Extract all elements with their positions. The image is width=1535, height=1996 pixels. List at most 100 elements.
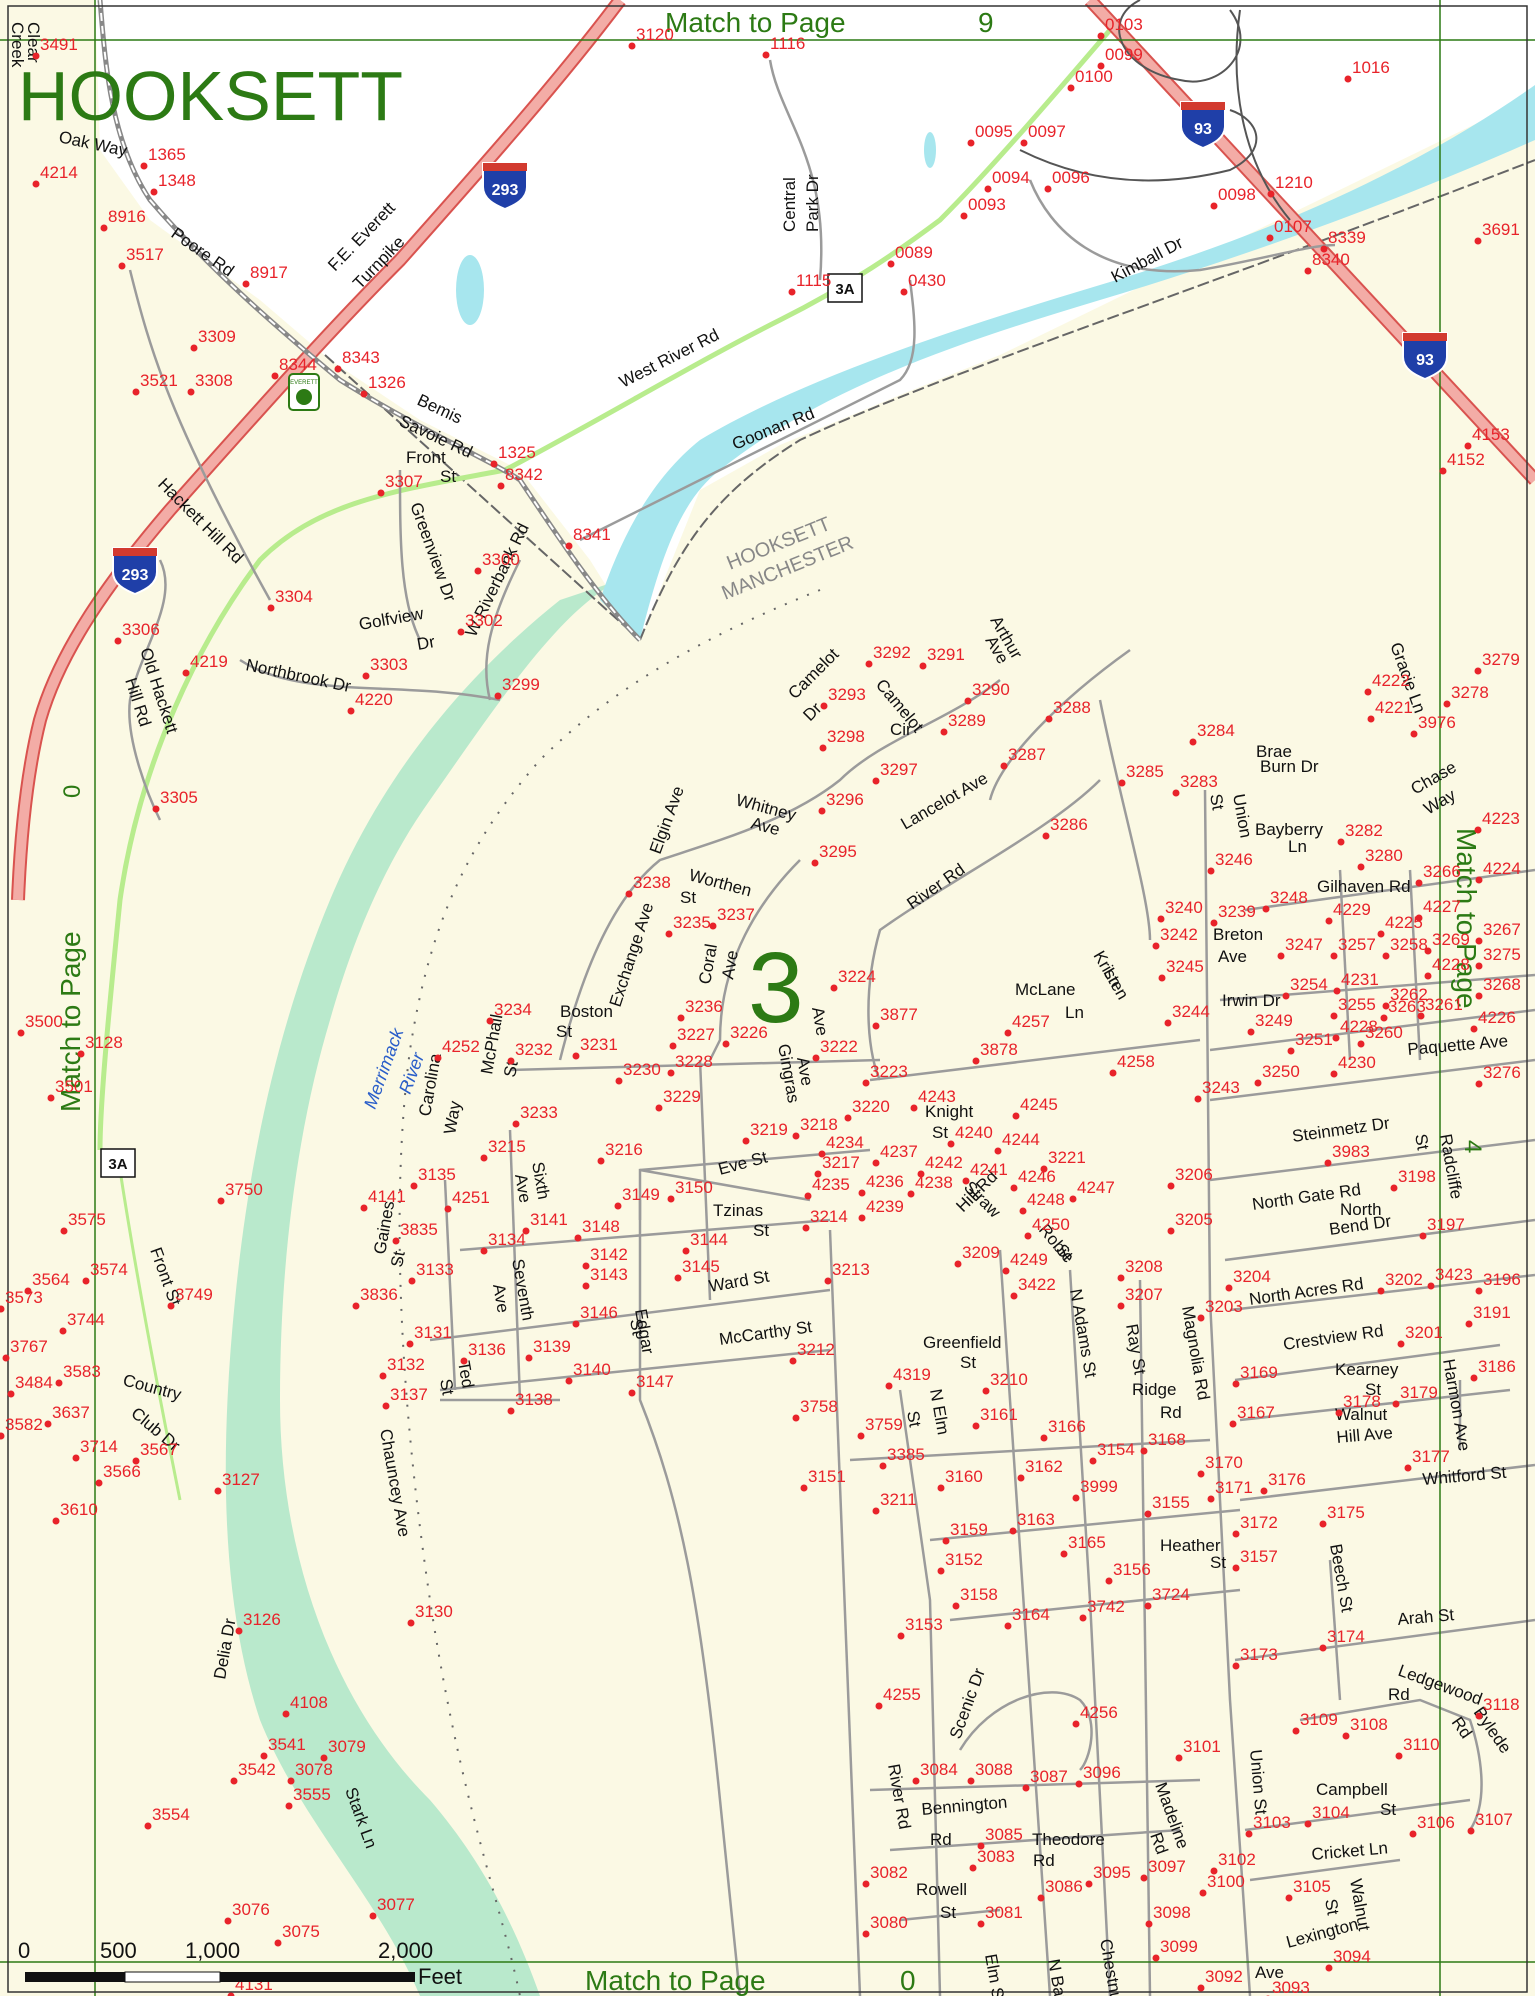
node-number: 8341 [573, 525, 611, 544]
node-number: 3295 [819, 842, 857, 861]
street-label: Creek [8, 22, 27, 68]
node-dot [242, 280, 250, 288]
node-dot [1325, 1964, 1333, 1972]
node-number: 3836 [360, 1285, 398, 1304]
shield-number: 3A [835, 281, 854, 298]
node-number: 3305 [160, 788, 198, 807]
node-dot [7, 1390, 15, 1398]
node-number: 3168 [1148, 1430, 1186, 1449]
node-dot [994, 1147, 1002, 1155]
node-number: 3258 [1390, 935, 1428, 954]
node-dot [82, 1277, 90, 1285]
node-dot [940, 728, 948, 736]
node-number: 4249 [1010, 1250, 1048, 1269]
node-number: 4221 [1375, 698, 1413, 717]
node-number: 3086 [1045, 1877, 1083, 1896]
node-number: 8342 [505, 465, 543, 484]
node-number: 3297 [880, 760, 918, 779]
node-number: 3983 [1332, 1142, 1370, 1161]
node-number: 4153 [1472, 425, 1510, 444]
node-dot [1475, 1080, 1483, 1088]
node-number: 0089 [895, 243, 933, 262]
node-dot [474, 567, 482, 575]
node-number: 3177 [1412, 1447, 1450, 1466]
node-dot [1199, 1889, 1207, 1897]
node-number: 3742 [1087, 1597, 1125, 1616]
node-number: 3263 [1388, 997, 1426, 1016]
node-dot [1167, 1227, 1175, 1235]
node-dot [862, 1880, 870, 1888]
node-dot [1304, 1820, 1312, 1828]
node-number: 3246 [1215, 850, 1253, 869]
node-dot [497, 482, 505, 490]
node-number: 3145 [682, 1257, 720, 1276]
node-number: 3491 [40, 35, 78, 54]
node-dot [369, 1912, 377, 1920]
node-number: 3724 [1152, 1585, 1190, 1604]
shield-number: 293 [492, 182, 519, 199]
node-number: 4257 [1012, 1012, 1050, 1031]
node-dot [522, 1227, 530, 1235]
node-number: 0095 [975, 122, 1013, 141]
node-number: 1115 [796, 271, 831, 290]
node-number: 4246 [1018, 1167, 1056, 1186]
node-number: 3108 [1350, 1715, 1388, 1734]
node-dot [1474, 667, 1482, 675]
node-number: 4225 [1385, 913, 1423, 932]
street-label: Ave [718, 949, 742, 981]
match-number-bottom: 0 [900, 1965, 916, 1996]
node-dot [360, 1204, 368, 1212]
node-dot [1210, 919, 1218, 927]
turnpike-shield-icon: EVERETT [288, 373, 320, 411]
node-number: 3235 [673, 913, 711, 932]
node-number: 3203 [1205, 1297, 1243, 1316]
node-number: 3103 [1253, 1813, 1291, 1832]
node-dot [1042, 832, 1050, 840]
node-number: 4244 [1002, 1130, 1040, 1149]
node-number: 3092 [1205, 1967, 1243, 1986]
node-dot [789, 1357, 797, 1365]
node-number: 3240 [1165, 898, 1203, 917]
node-number: 3276 [1483, 1063, 1521, 1082]
node-number: 3566 [103, 1462, 141, 1481]
node-dot [1060, 1550, 1068, 1558]
interstate-93 [1086, 0, 1535, 484]
node-number: 3260 [1365, 1023, 1403, 1042]
node-dot [1475, 1287, 1483, 1295]
node-dot [285, 1802, 293, 1810]
street-label: Knight [925, 1102, 973, 1121]
node-dot [1267, 190, 1275, 198]
node-dot [1157, 915, 1165, 923]
node-dot [72, 1454, 80, 1462]
node-number: 3749 [175, 1285, 213, 1304]
node-dot [1424, 947, 1432, 955]
node-number: 3157 [1240, 1547, 1278, 1566]
node-number: 3130 [415, 1602, 453, 1621]
node-number: 3422 [1018, 1275, 1056, 1294]
node-dot [140, 162, 148, 170]
node-number: 3219 [750, 1120, 788, 1139]
node-dot [1262, 905, 1270, 913]
node-number: 1116 [770, 34, 805, 53]
node-dot [655, 1104, 663, 1112]
node-dot [1335, 1409, 1343, 1417]
node-number: 3299 [502, 675, 540, 694]
node-number: 3169 [1240, 1363, 1278, 1382]
node-dot [1467, 1827, 1475, 1835]
node-number: 3249 [1255, 1011, 1293, 1030]
node-dot [572, 1052, 580, 1060]
interstate-shield-icon: 93 [1180, 101, 1226, 150]
node-number: 3501 [55, 1077, 93, 1096]
node-number: 3999 [1080, 1477, 1118, 1496]
street-label: Central [780, 177, 799, 232]
node-number: 3267 [1483, 920, 1521, 939]
node-number: 3159 [950, 1520, 988, 1539]
node-number: 3170 [1205, 1453, 1243, 1472]
node-dot [486, 1017, 494, 1025]
node-number: 3155 [1152, 1493, 1190, 1512]
node-dot [967, 139, 975, 147]
node-dot [858, 1189, 866, 1197]
route-3a-south [118, 1169, 182, 1501]
node-number: 4223 [1482, 809, 1520, 828]
node-number: 3152 [945, 1550, 983, 1569]
